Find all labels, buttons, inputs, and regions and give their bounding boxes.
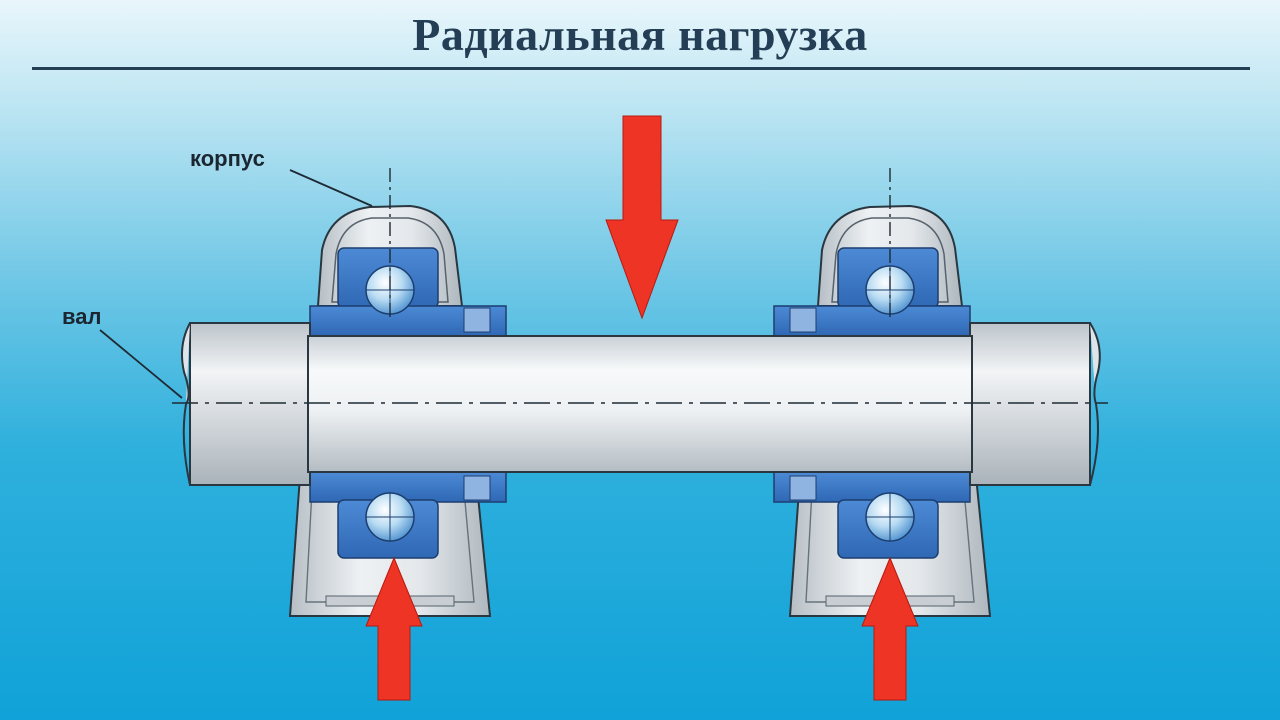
title-underline	[32, 67, 1250, 70]
housing-leader-line	[289, 169, 373, 207]
slide-title: Радиальная нагрузка	[412, 9, 868, 60]
radial-load-arrow-down	[605, 115, 679, 320]
shaft	[181, 322, 1101, 486]
left-reaction-arrow-up	[365, 556, 423, 701]
right-bearing-insert-bottom	[773, 471, 971, 559]
right-reaction-arrow-up	[861, 556, 919, 701]
housing-label: корпус	[190, 146, 265, 171]
shaft-label: вал	[62, 304, 102, 329]
shaft-leader-line	[99, 329, 183, 399]
left-bearing-insert-top	[309, 247, 507, 337]
left-bearing-insert-bottom	[309, 471, 507, 559]
